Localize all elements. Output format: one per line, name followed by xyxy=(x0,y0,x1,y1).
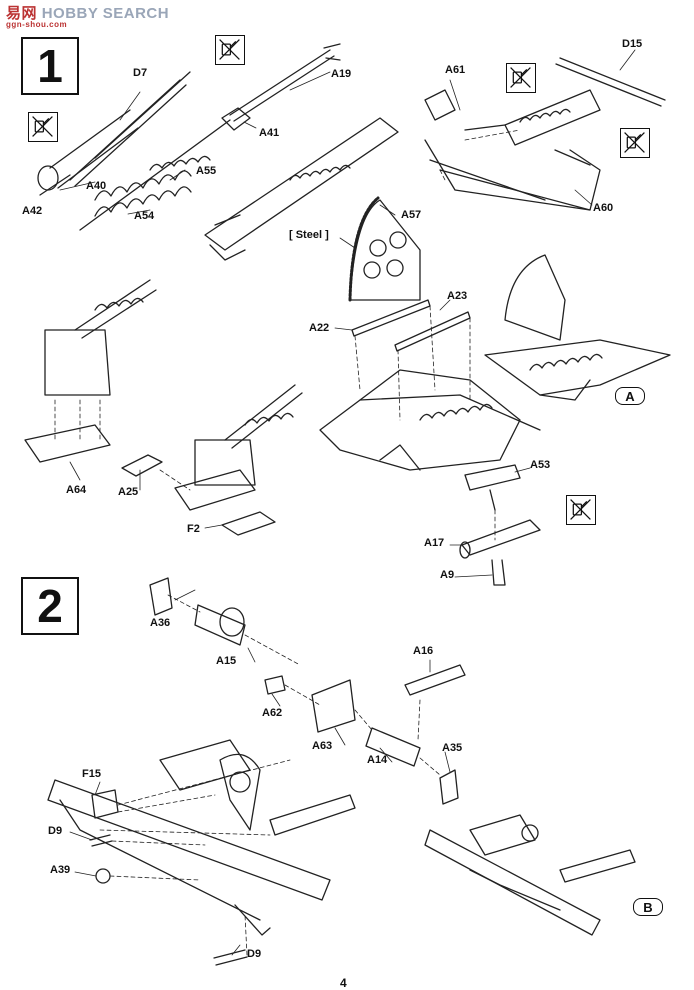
label-a40: A40 xyxy=(86,180,107,192)
watermark: 易网 HOBBY SEARCH ggn-shou.com xyxy=(6,2,170,29)
label-a57: A57 xyxy=(401,209,422,221)
label-a16: A16 xyxy=(413,645,434,657)
assembled-a xyxy=(484,254,671,401)
part-a63-hub xyxy=(311,679,356,733)
no-cement-icon xyxy=(506,63,536,93)
label-f15: F15 xyxy=(82,768,101,780)
part-a60-carriage-frame xyxy=(424,89,601,211)
label-a17: A17 xyxy=(424,537,445,549)
part-a16-arm xyxy=(404,664,466,696)
part-a19-rod xyxy=(229,43,341,122)
label-d15: D15 xyxy=(622,38,643,50)
part-a36-bracket xyxy=(149,577,173,616)
part-d9-top-clip xyxy=(89,834,113,847)
step-1-number: 1 xyxy=(21,37,79,95)
part-equilibrator-body xyxy=(504,89,601,146)
label-a42: A42 xyxy=(22,205,43,217)
part-main-axle-assembly xyxy=(47,739,356,936)
label-a9: A9 xyxy=(440,569,455,581)
part-f15-bracket xyxy=(91,789,119,819)
label-a35: A35 xyxy=(442,742,463,754)
label-a63: A63 xyxy=(312,740,333,752)
label-a14: A14 xyxy=(367,754,388,766)
part-a42-a40-cylinder xyxy=(37,109,139,196)
page-number: 4 xyxy=(340,976,347,990)
label-a54: A54 xyxy=(134,210,155,222)
part-d15-bar xyxy=(555,57,666,107)
part-recoil-cradle xyxy=(204,117,399,261)
label-a22: A22 xyxy=(309,322,330,334)
no-cement-icon xyxy=(215,35,245,65)
part-a41-collar xyxy=(221,107,251,131)
label-a55: A55 xyxy=(196,165,217,177)
label-d9-top: D9 xyxy=(48,825,63,837)
no-cement-icon xyxy=(566,495,596,525)
part-a14-axle xyxy=(365,727,421,767)
watermark-brand: HOBBY SEARCH xyxy=(41,5,170,22)
label-a60: A60 xyxy=(593,202,614,214)
no-cement-icon xyxy=(620,128,650,158)
subassembly-a-marker: A xyxy=(615,387,645,405)
part-a35-bracket xyxy=(439,769,459,805)
label-d9-bottom: D9 xyxy=(247,948,262,960)
label-a53: A53 xyxy=(530,459,551,471)
part-a57-elevation-arc xyxy=(348,196,421,302)
subassembly-b-marker: B xyxy=(633,898,663,916)
part-a64-base-assembly xyxy=(24,279,157,463)
part-a53-pivot xyxy=(464,464,521,511)
part-a15-tube xyxy=(194,604,246,646)
label-a41: A41 xyxy=(259,127,280,139)
watermark-url: ggn-shou.com xyxy=(6,20,68,29)
part-a39-knob xyxy=(95,868,111,884)
label-a19: A19 xyxy=(331,68,352,80)
watermark-brand-cn: 易网 xyxy=(6,5,38,22)
assembled-b xyxy=(424,814,636,936)
label-a25: A25 xyxy=(118,486,139,498)
label-a15: A15 xyxy=(216,655,237,667)
part-a22-rail xyxy=(351,299,431,337)
label-a39: A39 xyxy=(50,864,71,876)
step-2-number: 2 xyxy=(21,577,79,635)
part-d7-rod xyxy=(69,71,191,187)
label-a64: A64 xyxy=(66,484,87,496)
label-a62: A62 xyxy=(262,707,283,719)
label-a61: A61 xyxy=(445,64,466,76)
no-cement-icon xyxy=(28,112,58,142)
part-a54-a55-spring xyxy=(79,119,231,231)
label-f2: F2 xyxy=(187,523,200,535)
label-a23: A23 xyxy=(447,290,468,302)
part-a17-a9-pin xyxy=(459,519,541,586)
label-steel: [ Steel ] xyxy=(289,229,329,241)
part-main-mount xyxy=(319,369,541,471)
part-mid-mount-assembly xyxy=(174,384,303,511)
part-a25-bracket xyxy=(121,454,163,477)
part-f2-bracket xyxy=(221,511,276,536)
part-d9-bottom-clip xyxy=(213,949,248,966)
label-d7: D7 xyxy=(133,67,148,79)
part-a62-clip xyxy=(264,675,286,695)
label-a36: A36 xyxy=(150,617,171,629)
